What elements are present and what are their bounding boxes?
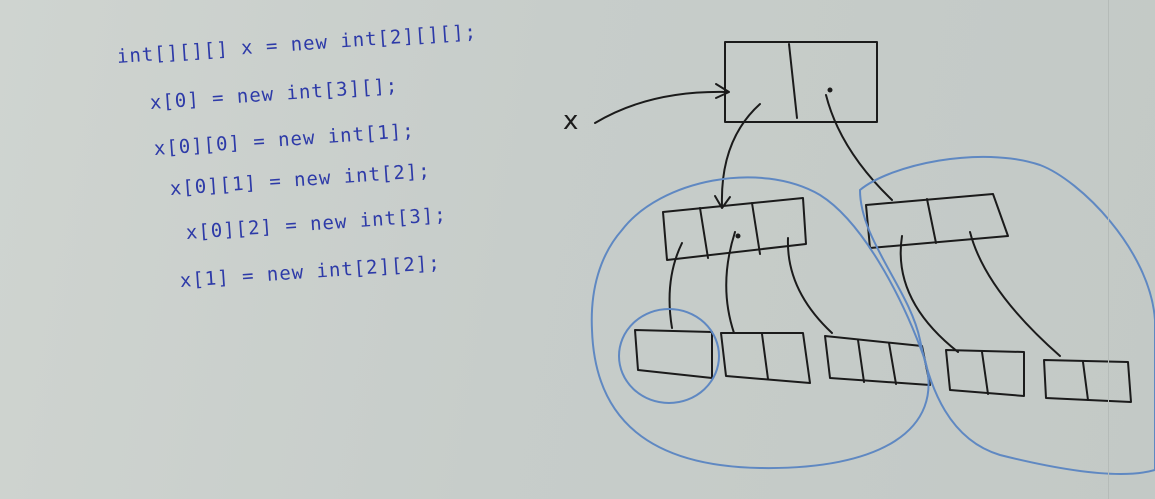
array-x11-divider xyxy=(1082,361,1089,401)
pointer-x11 xyxy=(969,231,1061,357)
pointer-x1 xyxy=(825,94,893,201)
array-x00 xyxy=(634,329,713,379)
array-x11-box xyxy=(1043,359,1132,403)
array-x0-box xyxy=(662,197,807,261)
array-x10-box xyxy=(945,349,1025,397)
array-x10-divider xyxy=(981,351,989,395)
array-x-divider xyxy=(788,43,798,119)
reference-dot xyxy=(827,87,833,93)
array-x02-divider xyxy=(857,339,865,383)
array-x00-box xyxy=(634,329,713,379)
arrowhead-x0 xyxy=(714,195,731,209)
variable-x-label: x xyxy=(563,106,579,136)
pointer-x02 xyxy=(786,237,833,334)
highlight-x0-group xyxy=(590,176,930,470)
array-x11 xyxy=(1043,359,1132,403)
array-x02-divider xyxy=(888,342,897,385)
array-x01-divider xyxy=(761,333,769,380)
pointer-x00 xyxy=(668,242,683,329)
array-x02 xyxy=(824,335,931,386)
pointer-x-to-array xyxy=(594,90,729,124)
pointer-x10 xyxy=(899,235,959,353)
array-x-top xyxy=(724,41,878,123)
pointer-x0 xyxy=(720,103,761,207)
array-x10 xyxy=(945,349,1025,397)
array-x1-divider xyxy=(926,198,937,244)
reference-dot xyxy=(735,233,741,239)
arrowhead-x xyxy=(715,83,730,99)
array-x0 xyxy=(662,197,807,261)
array-x0-divider xyxy=(699,207,709,259)
array-x1 xyxy=(865,193,1009,249)
array-x1-box xyxy=(865,193,1009,249)
array-x-box xyxy=(724,41,878,123)
array-x0-divider xyxy=(751,202,761,255)
array-x01 xyxy=(720,332,811,384)
array-x01-box xyxy=(720,332,811,384)
pointer-x01 xyxy=(725,231,736,334)
highlight-x1-group xyxy=(858,155,1155,475)
board-edge xyxy=(1108,0,1109,499)
highlight-x00 xyxy=(618,308,720,404)
array-x02-box xyxy=(824,335,931,386)
